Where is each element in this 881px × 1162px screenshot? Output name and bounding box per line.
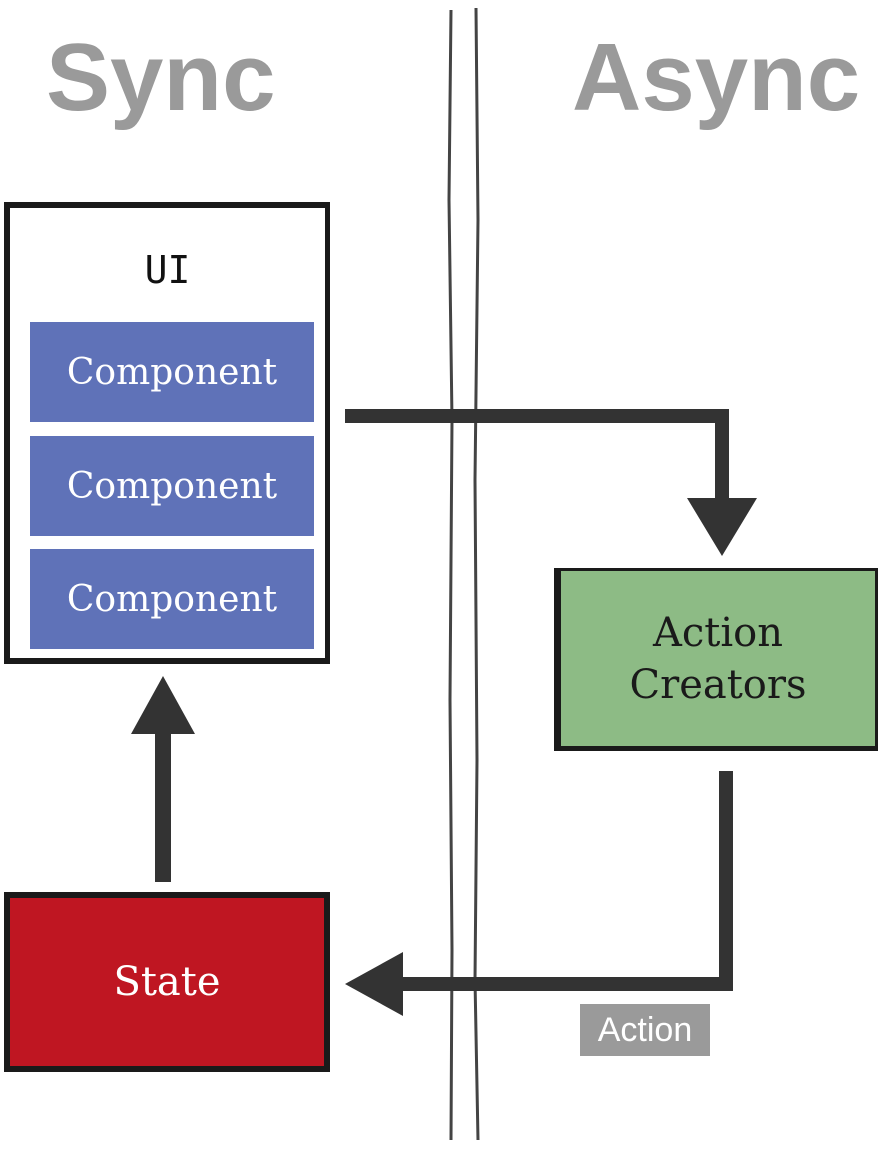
arrowhead-left — [345, 952, 403, 1016]
sync-heading: Sync — [46, 24, 276, 131]
action-creators-label-line2: Creators — [629, 661, 807, 708]
action-arrow-label: Action — [580, 1004, 710, 1056]
ui-to-action-creators-connector — [345, 409, 729, 505]
component-block: Component — [30, 549, 314, 649]
ui-panel-title: UI — [144, 248, 191, 292]
action-creators-label-line1: Action — [653, 609, 783, 656]
arrowhead-up — [131, 676, 195, 734]
async-heading: Async — [572, 24, 861, 131]
state-label: State — [113, 959, 221, 1005]
action-creators-box: Action Creators — [554, 568, 878, 751]
ui-panel: UI Component Component Component — [4, 202, 330, 664]
divider-line-left — [447, 9, 454, 1141]
action-creators-to-state-connector — [395, 771, 733, 991]
component-block: Component — [30, 436, 314, 536]
divider-line-right — [473, 7, 480, 1141]
component-block: Component — [30, 322, 314, 422]
state-box: State — [4, 892, 330, 1072]
arrowhead-down — [687, 498, 757, 556]
